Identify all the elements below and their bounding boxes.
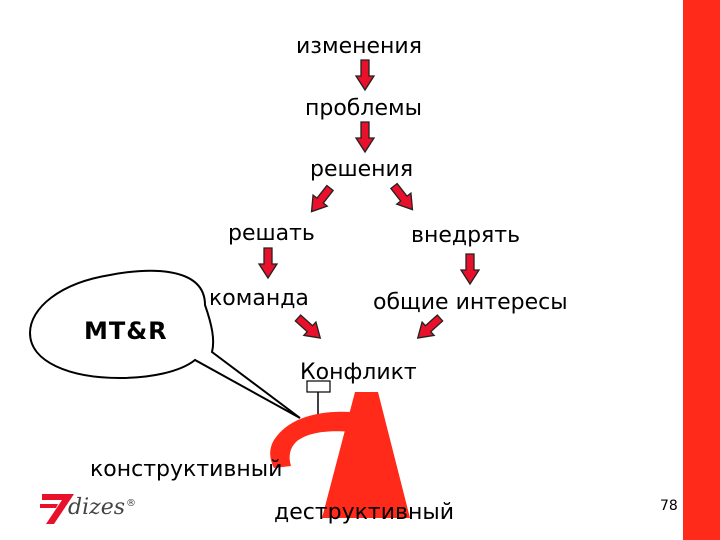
bubble-label: MT&R (84, 317, 168, 345)
arrow-resheniya-to-reshat (303, 181, 338, 218)
arrow-resheniya-to-vnedryat (386, 179, 421, 216)
node-komanda: команда (209, 286, 309, 311)
faucet-body (322, 392, 410, 518)
faucet-spout (270, 411, 352, 468)
registered-mark: ® (126, 498, 136, 509)
node-resheniya: решения (310, 157, 414, 182)
node-obshchie-interesy: общие интересы (373, 290, 568, 315)
right-accent-band (683, 0, 720, 540)
page-number: 78 (660, 498, 678, 514)
node-problemy: проблемы (305, 96, 422, 121)
adizes-logo: dizes ® (38, 490, 138, 526)
arrow-obshchie-interesy-to-konflikt (411, 310, 447, 346)
arrow-problemy-to-resheniya (355, 121, 375, 153)
arrow-reshat-to-komanda (258, 247, 278, 279)
adizes-seven-mark (40, 494, 74, 524)
adizes-logo-text: dizes (68, 495, 126, 520)
node-izmeneniya: изменения (296, 34, 422, 59)
arrow-izmeneniya-to-problemy (355, 59, 375, 91)
arrow-vnedryat-to-obshchie-interesy (460, 253, 480, 285)
speech-bubble (28, 269, 301, 419)
node-reshat: решать (228, 221, 315, 246)
node-konstruktivnyy: конструктивный (90, 457, 283, 482)
arrow-komanda-to-konflikt (291, 310, 327, 346)
node-vnedryat: внедрять (411, 223, 521, 248)
node-destruktivnyy: деструктивный (274, 500, 455, 525)
node-konflikt: Конфликт (300, 360, 417, 385)
